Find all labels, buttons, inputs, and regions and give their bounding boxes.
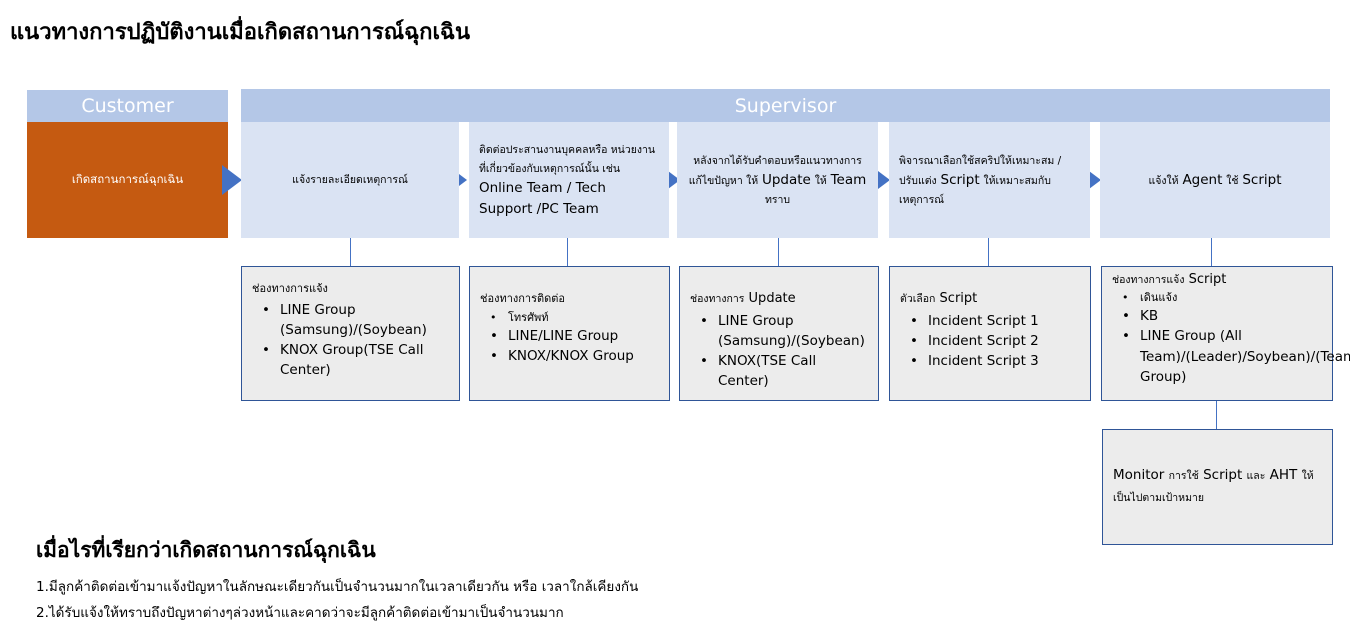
detail-title: ช่องทางการติดต่อ bbox=[480, 292, 566, 305]
list-item: KNOX(TSE Call Center) bbox=[700, 351, 868, 392]
monitor-text: Monitor bbox=[1113, 467, 1165, 484]
arrow-right-icon bbox=[222, 165, 242, 195]
step-label-teams: Online Team / Tech Support /PC Team bbox=[479, 179, 606, 217]
step-select-script: พิจารณาเลือกใช้สคริปให้เหมาะสม / ปรับแต่… bbox=[889, 122, 1090, 238]
list-item: โทรศัพท์ bbox=[490, 310, 659, 327]
list-item: เดินแจ้ง bbox=[1122, 290, 1322, 307]
connector-line bbox=[1216, 400, 1217, 429]
step-label: Script bbox=[940, 171, 980, 188]
detail-title: ตัวเลือก Script bbox=[900, 289, 1080, 309]
detail-script-options: ตัวเลือก Script Incident Script 1 Incide… bbox=[889, 266, 1091, 401]
monitor-text: การใช้ bbox=[1168, 470, 1199, 483]
monitor-text: ให้ bbox=[1301, 470, 1314, 483]
monitor-text: เป็นไปตามเป้าหมาย bbox=[1113, 492, 1205, 504]
list-item: KNOX/KNOX Group bbox=[490, 346, 659, 367]
list-item: LINE Group (All Team)/(Leader)/Soybean)/… bbox=[1122, 326, 1350, 387]
monitor-text: และ bbox=[1246, 470, 1266, 483]
step-coordinate: ติดต่อประสานงานบุคคลหรือ หน่วยงานที่เกี่… bbox=[469, 122, 669, 238]
detail-title-text: ตัวเลือก bbox=[900, 293, 936, 305]
step-label: Team bbox=[830, 171, 867, 188]
list-item: LINE/LINE Group bbox=[490, 326, 659, 347]
supervisor-header: Supervisor bbox=[241, 89, 1330, 122]
detail-script-channels: ช่องทางการแจ้ง Script เดินแจ้ง KB LINE G… bbox=[1101, 266, 1350, 401]
step-update-team: หลังจากได้รับคำตอบหรือแนวทางการ แก้ไขปัญ… bbox=[677, 122, 878, 238]
list-item: Incident Script 2 bbox=[910, 331, 1080, 352]
section-heading: เมื่อไรที่เรียกว่าเกิดสถานการณ์ฉุกเฉิน bbox=[36, 538, 376, 562]
note-line: 1.มีลูกค้าติดต่อเข้ามาแจ้งปัญหาในลักษณะเ… bbox=[36, 579, 639, 595]
step-label: ติดต่อประสานงานบุคคลหรือ หน่วยงานที่เกี่… bbox=[479, 144, 656, 176]
detail-title-text: Script bbox=[939, 291, 978, 306]
step-label: ทราบ bbox=[764, 194, 791, 207]
detail-title-text: Script bbox=[1188, 272, 1227, 287]
step-notify-agent: แจ้งให้ Agent ใช้ Script bbox=[1100, 122, 1330, 238]
detail-update-channels: ช่องทางการ Update LINE Group (Samsung)/(… bbox=[679, 266, 879, 401]
detail-title: ช่องทางการ Update bbox=[690, 289, 868, 309]
step-report-details: แจ้งรายละเอียดเหตุการณ์ bbox=[241, 122, 459, 238]
list-item: KB bbox=[1122, 306, 1322, 327]
connector-line bbox=[350, 238, 351, 266]
monitor-text: AHT bbox=[1269, 467, 1298, 484]
step-label: ให้ bbox=[814, 174, 827, 187]
step-label: หลังจากได้รับคำตอบหรือแนวทางการ แก้ไขปัญ… bbox=[688, 154, 862, 187]
step-label: แจ้งรายละเอียดเหตุการณ์ bbox=[292, 173, 408, 186]
list-item: Incident Script 3 bbox=[910, 351, 1080, 372]
note-line: 2.ได้รับแจ้งให้ทราบถึงปัญหาต่างๆล่วงหน้า… bbox=[36, 605, 564, 621]
list-item: LINE Group (Samsung)/(Soybean) bbox=[262, 300, 449, 341]
monitor-box: Monitor การใช้ Script และ AHT ให้ เป็นไป… bbox=[1102, 429, 1333, 545]
step-label: พิจารณาเลือกใช้สคริปให้เหมาะสม / ปรับแต่… bbox=[899, 154, 1062, 187]
step-label: Update bbox=[761, 171, 811, 188]
detail-title-text: Update bbox=[748, 291, 796, 306]
detail-title-text: ช่องทางการ bbox=[690, 293, 745, 305]
connector-line bbox=[988, 238, 989, 266]
list-item: KNOX Group(TSE Call Center) bbox=[262, 340, 449, 381]
step-label: Script bbox=[1242, 171, 1282, 188]
detail-title: ช่องทางการแจ้ง Script bbox=[1112, 270, 1322, 290]
detail-notify-channels: ช่องทางการแจ้ง LINE Group (Samsung)/(Soy… bbox=[241, 266, 460, 401]
detail-title-text: ช่องทางการแจ้ง bbox=[1112, 274, 1185, 286]
step-label: ใช้ bbox=[1226, 174, 1239, 187]
connector-line bbox=[567, 238, 568, 266]
list-item: LINE Group (Samsung)/(Soybean) bbox=[700, 311, 868, 352]
connector-line bbox=[778, 238, 779, 266]
customer-header: Customer bbox=[27, 90, 228, 122]
detail-contact-channels: ช่องทางการติดต่อ โทรศัพท์ LINE/LINE Grou… bbox=[469, 266, 670, 401]
list-item: Incident Script 1 bbox=[910, 311, 1080, 332]
connector-line bbox=[1211, 238, 1212, 266]
step-label: แจ้งให้ bbox=[1148, 174, 1179, 187]
page-title: แนวทางการปฏิบัติงานเมื่อเกิดสถานการณ์ฉุก… bbox=[10, 20, 471, 45]
step-label: Agent bbox=[1182, 171, 1223, 188]
monitor-text: Script bbox=[1203, 467, 1243, 484]
customer-event-box: เกิดสถานการณ์ฉุกเฉิน bbox=[27, 122, 228, 238]
detail-title: ช่องทางการแจ้ง bbox=[252, 282, 328, 295]
step-label: ให้เหมาะสมกับ เหตุการณ์ bbox=[899, 174, 1051, 207]
